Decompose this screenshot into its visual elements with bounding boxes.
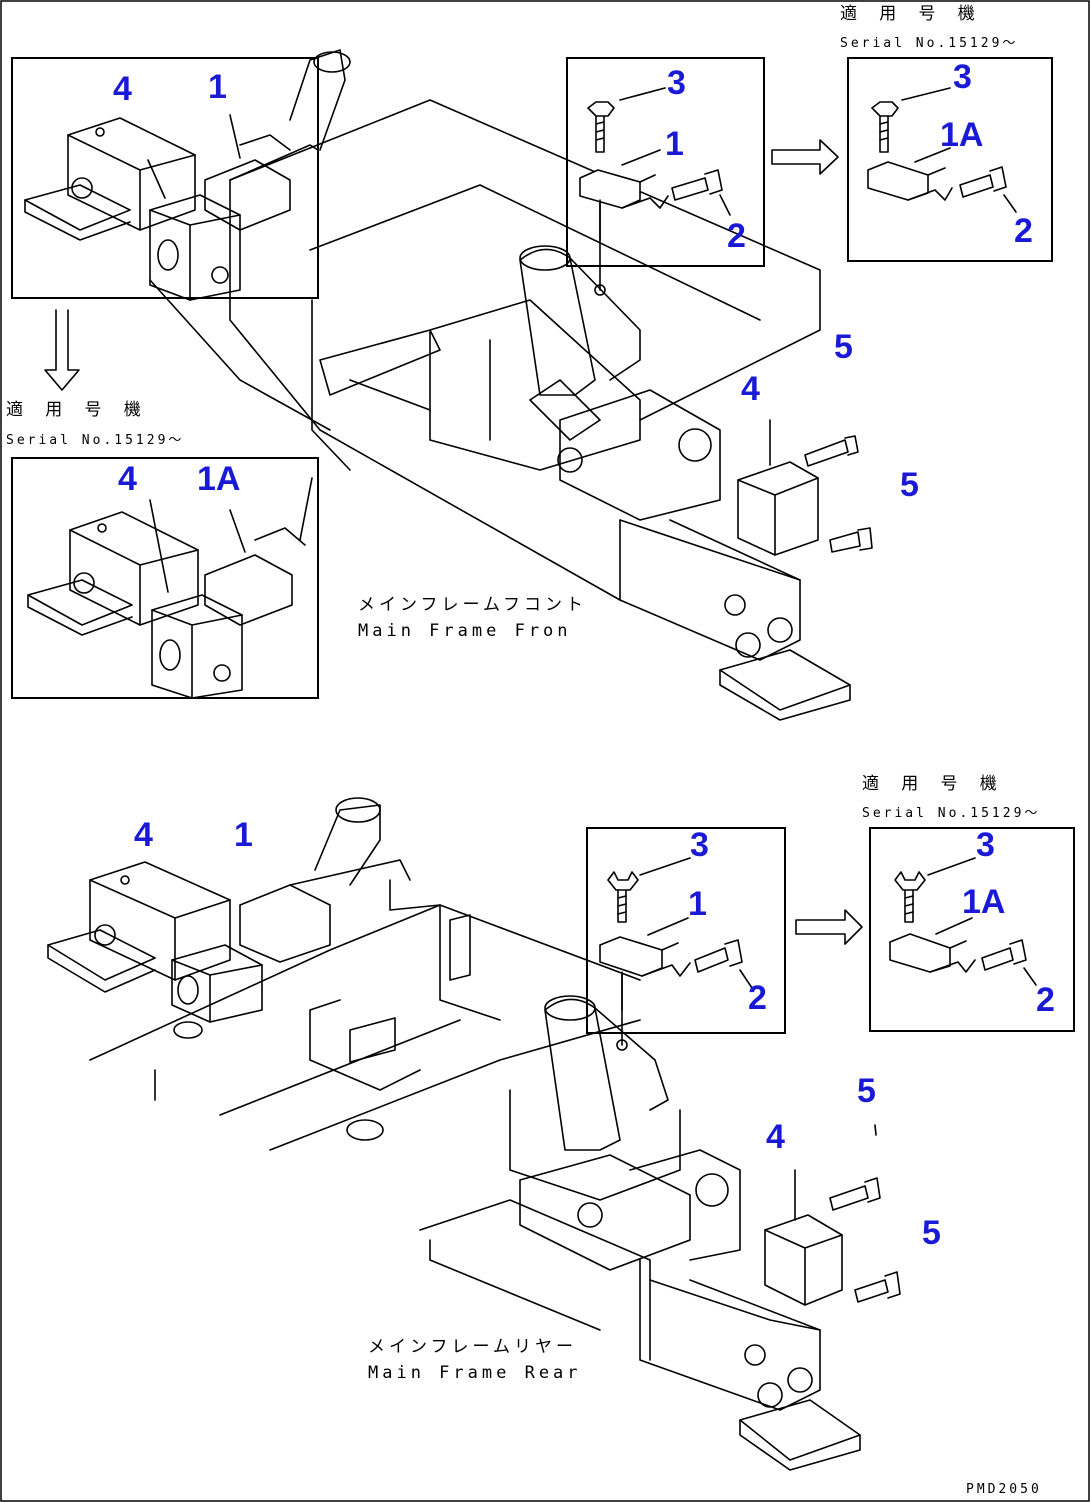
top-main-frame-drawing <box>149 99 873 721</box>
callout-part-1: 1 <box>234 816 253 854</box>
arrow-right-icon <box>795 909 863 945</box>
wing-bolt-icon <box>607 871 639 923</box>
callout-part-2: 2 <box>727 217 746 255</box>
bolt-icon <box>671 169 723 201</box>
callout-part-5: 5 <box>922 1214 941 1252</box>
callout-part-3: 3 <box>953 58 972 96</box>
caption-en: Main Frame Fron <box>358 621 572 641</box>
serial-number: Serial No.15129～ <box>6 433 185 448</box>
arrow-down-icon <box>44 309 80 391</box>
detail-bolt-top-drawing <box>579 87 731 241</box>
caption-jp: メインフレームリヤー <box>368 1337 577 1357</box>
caption-en: Main Frame Rear <box>368 1363 582 1383</box>
arrow-right-icon <box>771 139 839 175</box>
bolt-icon <box>871 101 899 153</box>
detail-bolt-bottom-drawing <box>599 857 753 1011</box>
bolt-icon <box>981 939 1027 971</box>
wing-bolt-icon <box>894 871 926 923</box>
caption-jp: メインフレームフコント <box>358 595 587 615</box>
callout-part-4: 4 <box>118 460 137 498</box>
callout-part-3: 3 <box>690 826 709 864</box>
callout-part-1: 1 <box>688 885 707 923</box>
figure-code: PMD2050 <box>966 1482 1042 1497</box>
callout-part-5: 5 <box>900 466 919 504</box>
bolt-icon <box>587 101 615 153</box>
serial-heading: 適 用 号 機 <box>6 400 147 420</box>
variant-top-right-drawing <box>867 87 1017 213</box>
callout-part-1a: 1A <box>962 883 1006 921</box>
callout-part-4: 4 <box>741 370 760 408</box>
callout-part-5: 5 <box>834 328 853 366</box>
callout-part-1: 1 <box>665 125 684 163</box>
callout-part-4: 4 <box>766 1118 785 1156</box>
callout-part-1: 1 <box>208 68 227 106</box>
variant-box-top-right <box>847 57 1053 262</box>
callout-part-2: 2 <box>748 979 767 1017</box>
callout-part-5: 5 <box>857 1072 876 1110</box>
callout-part-3: 3 <box>667 64 686 102</box>
callout-part-1a: 1A <box>940 116 984 154</box>
callout-part-4: 4 <box>113 70 132 108</box>
detail-bolt-box-top <box>566 57 765 267</box>
serial-heading: 適 用 号 機 <box>862 774 1003 794</box>
callout-part-2: 2 <box>1036 981 1055 1019</box>
callout-part-4: 4 <box>134 816 153 854</box>
detail-bolt-box-bottom <box>586 827 786 1034</box>
serial-number: Serial No.15129～ <box>862 806 1041 821</box>
variant-left-drawing <box>27 477 313 699</box>
detail-top-left-drawing <box>24 49 351 301</box>
variant-box-left <box>11 457 319 699</box>
callout-part-2: 2 <box>1014 212 1033 250</box>
bolt-icon <box>694 939 743 973</box>
serial-number: Serial No.15129～ <box>840 36 1019 51</box>
callout-part-3: 3 <box>976 826 995 864</box>
serial-heading: 適 用 号 機 <box>840 4 981 24</box>
variant-box-bottom-right <box>869 827 1075 1032</box>
bolt-icon <box>959 166 1007 198</box>
callout-part-1a: 1A <box>197 460 241 498</box>
detail-box-top-left <box>11 57 319 299</box>
variant-bottom-right-drawing <box>889 857 1037 986</box>
